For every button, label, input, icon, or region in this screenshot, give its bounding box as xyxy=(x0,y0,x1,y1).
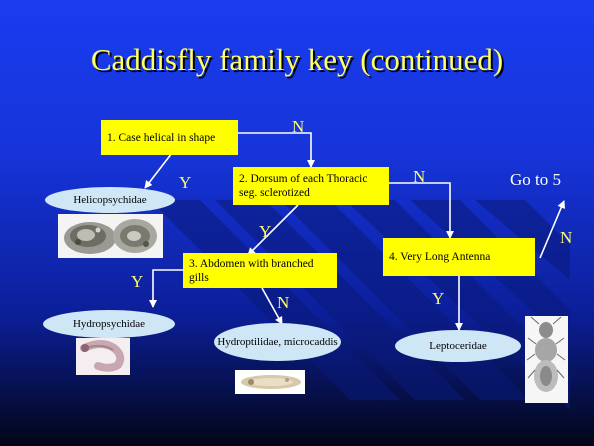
answer-yes-2: Y xyxy=(259,222,272,241)
family-hydroptilidae: Hydroptilidae, microcaddis xyxy=(214,323,341,361)
leptoceridae-larva-photo xyxy=(525,316,568,403)
arrow-s3-no xyxy=(261,287,283,325)
answer-yes-4: Y xyxy=(432,289,445,308)
answer-no-4: N xyxy=(560,228,573,247)
answer-no-3: N xyxy=(277,293,290,312)
helicopsychidae-case-photo xyxy=(58,214,163,258)
family-helicopsychidae: Helicopsychidae xyxy=(45,187,175,213)
step-2-box: 2. Dorsum of each Thoracic seg. scleroti… xyxy=(233,167,389,205)
step-3-label: 3. Abdomen with branched gills xyxy=(189,257,314,284)
answer-no-2: N xyxy=(413,167,426,186)
family-leptoceridae: Leptoceridae xyxy=(395,330,521,362)
slide-title: Caddisfly family key (continued) xyxy=(90,42,504,77)
arrow-s3-yes xyxy=(149,269,183,308)
step-2-label: 2. Dorsum of each Thoracic seg. scleroti… xyxy=(239,173,368,199)
arrow-s1-no xyxy=(238,132,315,168)
step-4-label: 4. Very Long Antenna xyxy=(389,251,491,263)
hydropsychidae-larva-photo xyxy=(76,338,130,375)
step-4-box: 4. Very Long Antenna xyxy=(383,238,535,276)
step-1-box: 1. Case helical in shape xyxy=(101,120,238,155)
family-hydropsychidae: Hydropsychidae xyxy=(43,310,175,338)
answer-yes-1: Y xyxy=(179,173,192,192)
answer-yes-3: Y xyxy=(131,272,144,291)
step-3-box: 3. Abdomen with branched gills xyxy=(183,253,337,288)
answer-no-1: N xyxy=(292,117,305,136)
arrow-s2-no xyxy=(389,182,454,239)
arrow-s2-yes xyxy=(247,204,299,256)
go-to-label: Go to 5 xyxy=(510,170,561,189)
arrow-s1-yes xyxy=(144,152,173,189)
hydroptilidae-case-photo xyxy=(235,370,305,394)
step-1-label: 1. Case helical in shape xyxy=(107,131,216,144)
arrow-s4-no xyxy=(539,200,565,259)
